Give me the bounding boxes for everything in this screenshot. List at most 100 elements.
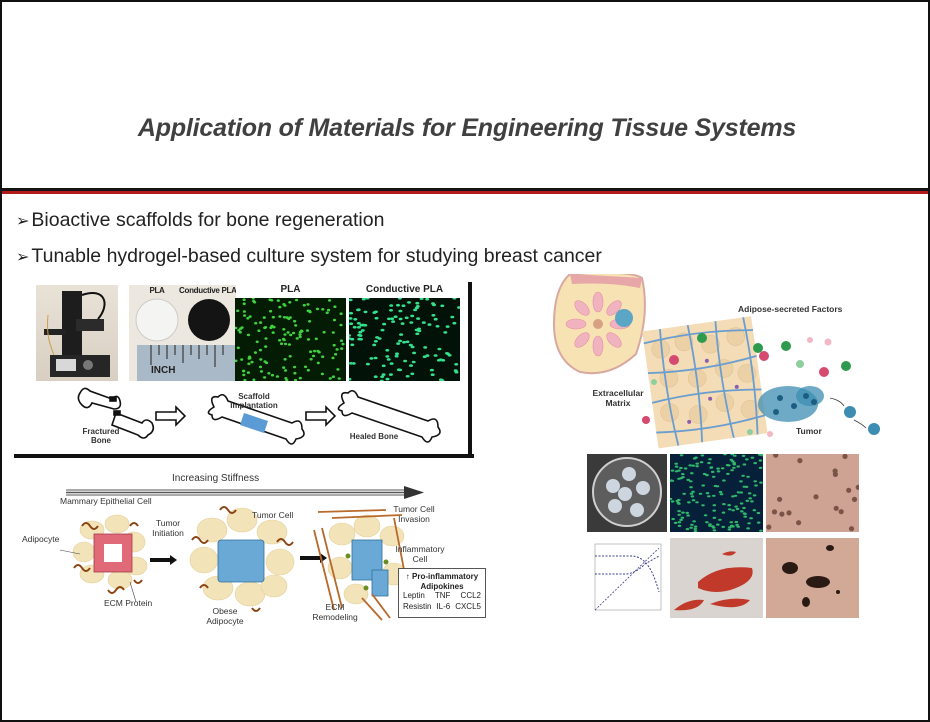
cell-nucleus	[373, 356, 378, 360]
cell-nucleus	[728, 526, 732, 529]
cell-nucleus	[372, 343, 377, 347]
label-tumor-initiation: Tumor Initiation	[152, 518, 184, 539]
cell-nucleus	[754, 484, 758, 487]
cell-nucleus	[447, 354, 452, 357]
cell-nucleus	[727, 528, 732, 531]
cell-nucleus	[282, 303, 286, 306]
cell-nucleus	[452, 321, 457, 325]
cell-nucleus	[680, 516, 685, 519]
cell-nucleus	[686, 514, 690, 517]
cell-nucleus	[398, 309, 403, 313]
cell-nucleus	[299, 329, 304, 333]
up-arrow-icon: ↑	[405, 572, 410, 581]
cell-nucleus	[357, 337, 362, 341]
cell-nucleus	[242, 298, 246, 301]
cell-nucleus	[743, 512, 747, 515]
cell-nucleus	[713, 484, 718, 488]
label-ecm-remodeling: ECM Remodeling	[312, 602, 358, 623]
cell-nucleus	[264, 326, 268, 329]
cell-nucleus	[719, 493, 724, 496]
cell-nucleus	[389, 304, 394, 307]
bone-healing-diagram	[77, 387, 441, 445]
cell-nucleus	[240, 358, 244, 361]
cell-nucleus	[385, 377, 390, 381]
adipokine: Leptin	[403, 591, 425, 601]
cell-nucleus	[716, 467, 720, 470]
cell-nucleus	[796, 520, 802, 526]
cell-nucleus	[335, 348, 339, 351]
cell-nucleus	[722, 503, 726, 506]
cell-nucleus	[695, 462, 699, 465]
label-obese-adipocyte: Obese Adipocyte	[206, 606, 244, 627]
cell-nucleus	[252, 299, 256, 303]
arrow-bullet-icon: ➢	[16, 249, 30, 266]
cell-nucleus	[712, 504, 717, 507]
cell-nucleus	[416, 317, 421, 320]
cell-nucleus	[331, 375, 335, 378]
cell-nucleus	[689, 486, 693, 489]
cell-nucleus	[314, 337, 318, 341]
cell-nucleus	[743, 515, 747, 518]
cell-nucleus	[433, 354, 438, 357]
cell-nucleus	[309, 357, 313, 361]
cell-nucleus	[377, 337, 382, 340]
cell-nucleus	[271, 315, 275, 319]
cell-nucleus	[439, 358, 444, 362]
stiffness-progression-figure: Increasing Stiffness	[22, 470, 492, 630]
cell-nucleus	[685, 511, 689, 514]
cell-nucleus	[311, 354, 316, 358]
cell-nucleus	[349, 298, 353, 302]
cell-nucleus	[695, 501, 699, 504]
cell-nucleus	[846, 487, 852, 493]
cell-nucleus	[404, 316, 409, 320]
cell-nucleus	[701, 504, 705, 507]
cell-nucleus	[732, 466, 736, 469]
cell-nucleus	[690, 472, 694, 475]
cell-nucleus	[725, 464, 730, 467]
cell-nucleus	[750, 500, 754, 503]
cell-nucleus	[681, 511, 685, 514]
micrograph-label-pla: PLA	[280, 284, 301, 295]
cell-nucleus	[741, 474, 745, 477]
cell-nucleus	[288, 301, 292, 304]
cell-nucleus	[735, 507, 740, 511]
cell-nucleus	[410, 314, 415, 318]
cell-nucleus	[414, 306, 419, 310]
cell-nucleus	[675, 499, 680, 503]
cell-nucleus	[457, 306, 460, 309]
cell-nucleus	[313, 349, 317, 353]
cell-nucleus	[705, 521, 709, 524]
cell-nucleus	[712, 494, 716, 497]
disc-label-conductive-pla: Conductive PLA	[179, 286, 236, 295]
cell-nucleus	[322, 330, 326, 334]
cell-nucleus	[282, 337, 286, 341]
cell-nucleus	[756, 511, 761, 515]
cell-nucleus	[340, 347, 344, 350]
cell-nucleus	[410, 372, 415, 376]
cell-nucleus	[681, 476, 685, 479]
label-mammary-epithelial-cell: Mammary Epithelial Cell	[60, 496, 152, 506]
cell-nucleus	[334, 353, 338, 356]
cell-nucleus	[315, 307, 320, 311]
cell-nucleus	[386, 358, 391, 361]
cell-nucleus	[703, 514, 708, 517]
title-divider-black	[2, 188, 928, 191]
cell-nucleus	[398, 339, 403, 343]
cell-nucleus	[701, 484, 705, 487]
cell-nucleus	[331, 356, 335, 360]
cell-fluorescence-micrograph	[670, 454, 763, 532]
cell-nucleus	[693, 530, 698, 532]
cell-nucleus	[369, 357, 374, 360]
cell-nucleus	[262, 316, 266, 319]
cell-nucleus	[403, 359, 408, 363]
cell-nucleus	[711, 525, 715, 528]
cell-nucleus	[708, 524, 712, 527]
cell-nucleus	[726, 472, 730, 475]
cell-nucleus	[356, 322, 361, 325]
cell-nucleus	[734, 505, 738, 508]
adipokine: TNF	[434, 591, 451, 601]
cell-nucleus	[331, 331, 335, 334]
cell-nucleus	[349, 362, 353, 365]
cell-nucleus	[246, 317, 250, 320]
cell-nucleus	[705, 492, 710, 495]
